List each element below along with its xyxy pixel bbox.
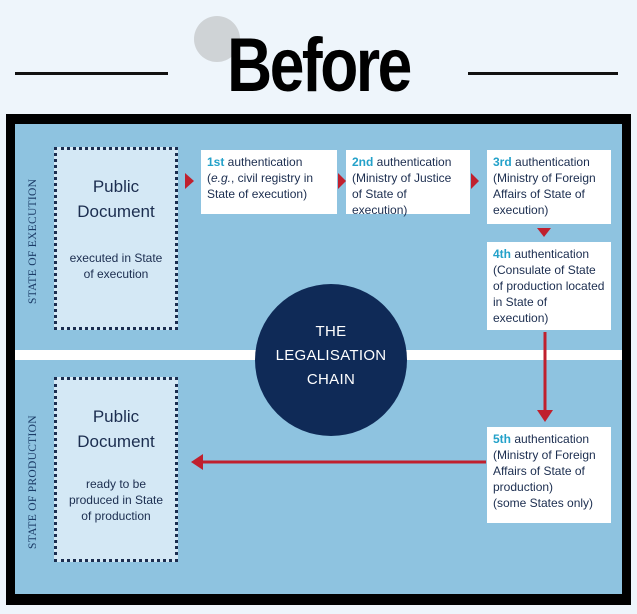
doc-title-line2: Document — [77, 202, 155, 221]
legalisation-diagram: STATE OF EXECUTION STATE OF PRODUCTION P… — [15, 124, 622, 594]
step-ordinal: 5th — [493, 432, 511, 446]
step-heading: authentication — [511, 247, 590, 261]
step-detail: (Consulate of State of production locate… — [493, 263, 605, 325]
step-detail-post: , civil registry in State of execution) — [207, 171, 314, 201]
page-title: Before — [227, 23, 412, 108]
public-document-execution: Public Document executed in State of exe… — [54, 147, 178, 330]
chain-line-1: THE — [315, 323, 347, 340]
grey-circle-decoration — [194, 16, 240, 62]
chain-line-3: CHAIN — [306, 371, 356, 388]
step-1-authentication: 1st authentication (e.g., civil registry… — [201, 150, 337, 214]
step-detail: (Ministry of Foreign Affairs of State of… — [493, 448, 596, 494]
step-detail-pre: ( — [207, 171, 211, 185]
step-heading: authentication — [224, 155, 303, 169]
step-heading: authentication — [373, 155, 452, 169]
step-5-authentication: 5th authentication (Ministry of Foreign … — [487, 427, 611, 523]
step-detail-italic: e.g. — [211, 171, 232, 185]
step-ordinal: 2nd — [352, 155, 374, 169]
arrow-step1-to-step2 — [338, 173, 346, 189]
header: Before — [0, 0, 637, 112]
doc-title-line1: Public — [92, 407, 140, 426]
header-rule-right — [468, 72, 618, 75]
doc-title-line1: Public — [92, 177, 140, 196]
step-2-authentication: 2nd authentication (Ministry of Justice … — [346, 150, 470, 217]
header-rule-left — [15, 72, 168, 75]
doc-note: ready to be produced in State of product… — [68, 477, 164, 523]
arrow-doc-to-step1 — [185, 173, 194, 189]
step-ordinal: 1st — [207, 155, 225, 169]
doc-note: executed in State of execution — [69, 251, 163, 281]
arrow-step3-to-step4 — [537, 228, 551, 237]
doc-title-line2: Document — [77, 432, 155, 451]
step-heading: authentication — [511, 432, 590, 446]
arrow-step2-to-step3 — [471, 173, 479, 189]
step-detail: (Ministry of Foreign Affairs of State of… — [493, 171, 596, 217]
arrows-layer — [185, 173, 553, 470]
step-ordinal: 4th — [493, 247, 511, 261]
step-heading: authentication — [511, 155, 590, 169]
step-extra: (some States only) — [493, 496, 594, 510]
doc-title: Public Document — [57, 404, 175, 454]
public-document-production: Public Document ready to be produced in … — [54, 377, 178, 562]
chain-line-2: LEGALISATION — [275, 347, 387, 364]
legalisation-chain-circle: THE LEGALISATION CHAIN — [255, 284, 407, 436]
step-4-authentication: 4th authentication (Consulate of State o… — [487, 242, 611, 330]
step-ordinal: 3rd — [493, 155, 512, 169]
step-3-authentication: 3rd authentication (Ministry of Foreign … — [487, 150, 611, 224]
arrow-step4-to-step5-head — [537, 410, 553, 422]
doc-title: Public Document — [57, 174, 175, 224]
arrow-step5-to-doc-head — [191, 454, 203, 470]
step-detail: (Ministry of Justice of State of executi… — [352, 171, 452, 217]
